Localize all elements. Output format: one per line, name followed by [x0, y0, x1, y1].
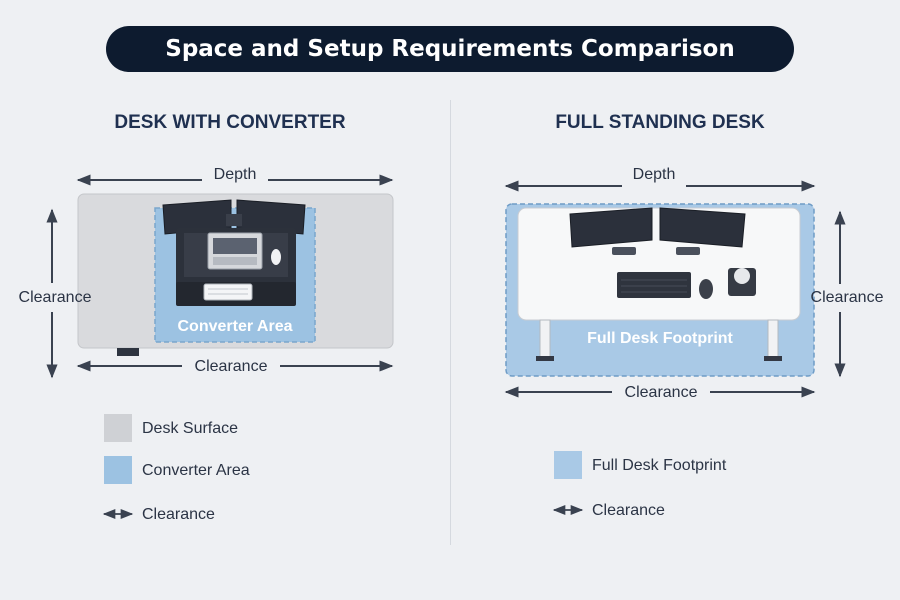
full-desk-footprint-label: Full Desk Footprint [587, 330, 733, 347]
mouse-icon [699, 279, 713, 299]
desk-leg-right [767, 319, 779, 361]
left-bottom-clearance-label: Clearance [194, 358, 268, 375]
blue-square-swatch [554, 451, 582, 479]
legend-clearance: Clearance [142, 506, 215, 523]
desk-leg-right-foot [764, 356, 782, 361]
converter-area-label: Converter Area [177, 318, 293, 335]
legend-converter-area: Converter Area [142, 462, 250, 479]
gray-square-swatch [104, 414, 132, 442]
desk-base-foot [117, 348, 139, 356]
page-title: Space and Setup Requirements Comparison [106, 26, 794, 72]
left-depth-label: Depth [213, 166, 257, 183]
left-panel-heading: DESK WITH CONVERTER [114, 112, 346, 133]
coaster-icon [728, 268, 756, 296]
blue-square-swatch [104, 456, 132, 484]
mouse-icon [271, 249, 281, 265]
right-panel-heading: FULL STANDING DESK [555, 112, 765, 133]
panel-divider [450, 100, 451, 545]
desk-leg-left [539, 319, 551, 361]
left-side-clearance-label: Clearance [18, 289, 92, 306]
laptop-icon [207, 232, 263, 270]
legend-full-desk-footprint: Full Desk Footprint [592, 457, 727, 474]
standing-desk-top [517, 207, 801, 321]
dual-monitor-icon [162, 199, 306, 235]
right-bottom-clearance-label: Clearance [624, 384, 698, 401]
dual-monitor-icon [569, 207, 746, 255]
legend-desk-surface: Desk Surface [142, 420, 239, 437]
keyboard-icon [203, 283, 253, 301]
right-depth-label: Depth [632, 166, 676, 183]
right-side-clearance-label: Clearance [810, 289, 884, 306]
keyboard-icon [617, 272, 691, 298]
legend-clearance: Clearance [592, 502, 665, 519]
desk-leg-left-foot [536, 356, 554, 361]
